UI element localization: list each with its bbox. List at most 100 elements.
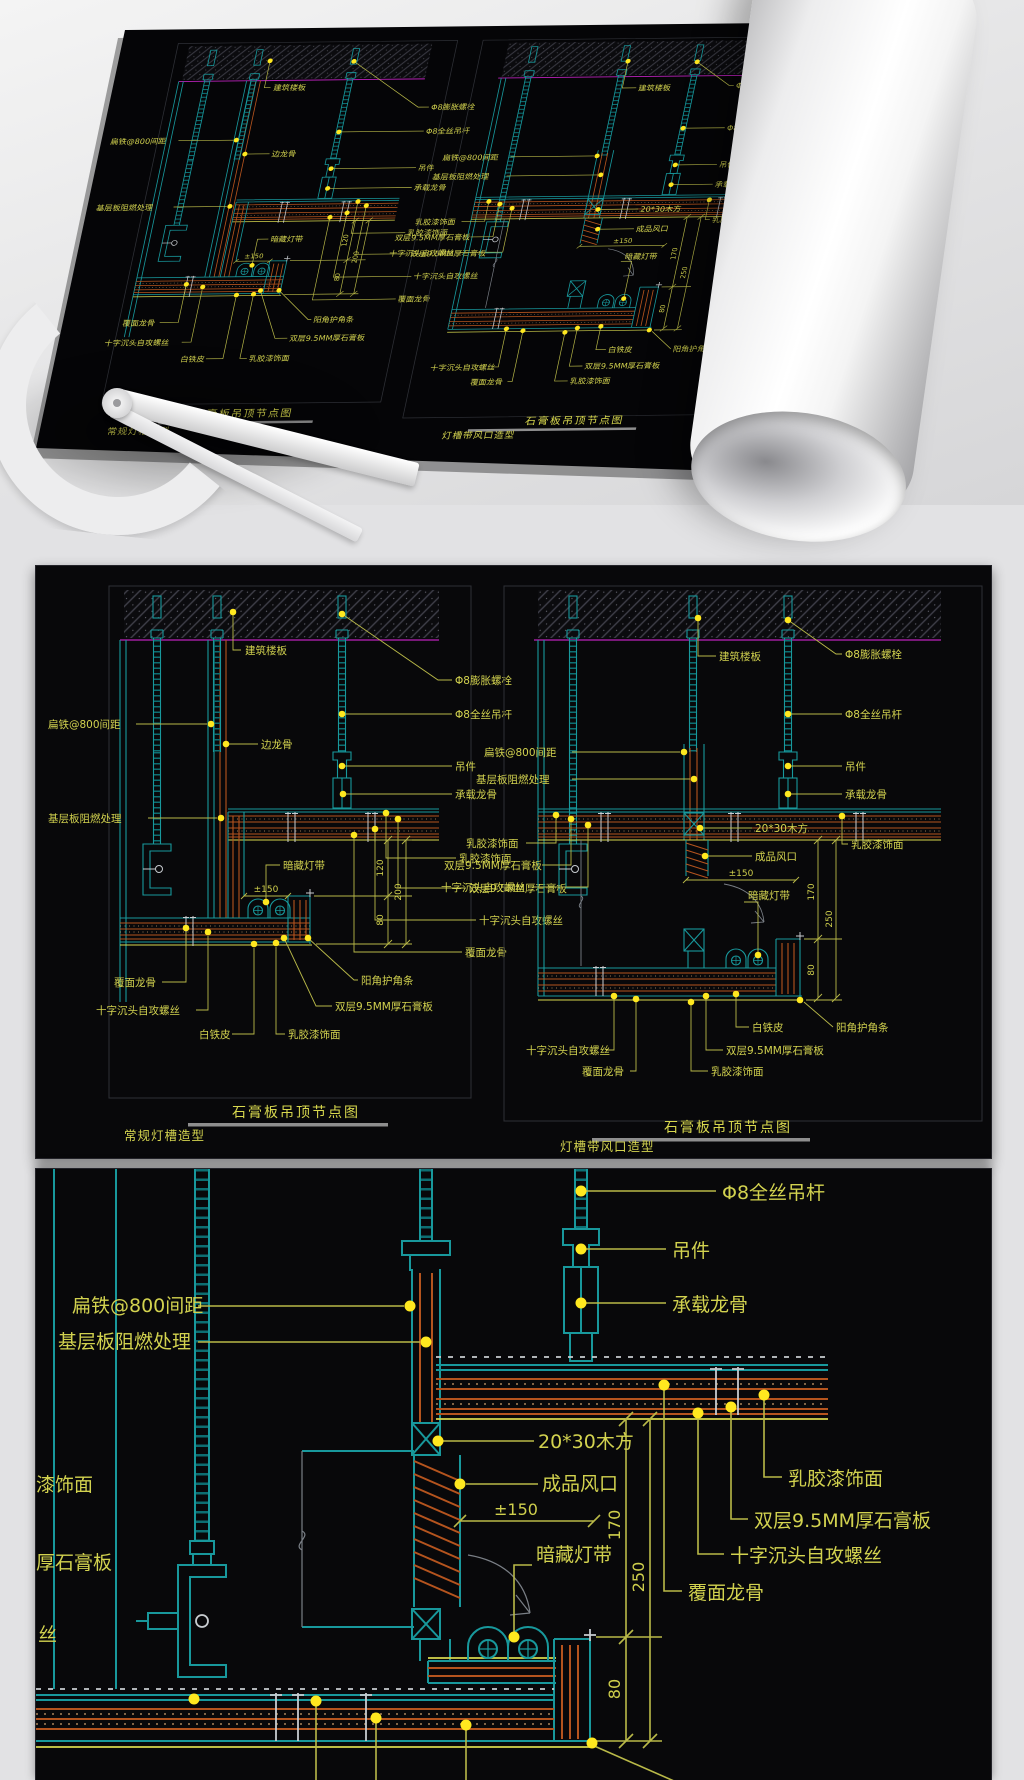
label-air-vent: 成品风口 (635, 224, 669, 234)
label-screws: 十字沉头自攻螺丝 (441, 881, 525, 894)
slab-hatch (538, 590, 941, 638)
dim-120: 120 (376, 859, 386, 876)
label-hidden-light: 暗藏灯带 (748, 889, 790, 902)
slab-hatch (501, 39, 820, 77)
label-tin-sheet: 白铁皮 (752, 1021, 784, 1034)
label-threaded-rod: Φ8全丝吊杆 (455, 708, 512, 721)
label-double-gypsum: 双层9.5MM厚石膏板 (754, 1509, 931, 1532)
label-latex-clipped: 漆饰面 (36, 1474, 93, 1496)
drawing-right-leaders (526, 614, 848, 1072)
label-building-slab: 建筑楼板 (638, 83, 673, 93)
label-tin-sheet: 白铁皮 (199, 1028, 231, 1041)
vent-grille (579, 217, 603, 244)
label-latex-paint: 乳胶漆饰面 (248, 353, 291, 363)
label-corner-bead: 阳角护角条 (672, 344, 715, 354)
drawing-left-labels: 建筑楼板 Φ8膨胀螺栓 Φ8全丝吊杆 吊件 承载龙骨 乳胶漆饰面 双层9.5MM… (95, 82, 487, 364)
label-expansion-bolt: Φ8膨胀螺栓 (430, 102, 476, 112)
zoom-leaders (188, 1185, 782, 1780)
label-latex-paint: 乳胶漆饰面 (466, 837, 519, 850)
label-hanger: 吊件 (672, 1240, 710, 1262)
label-air-vent: 成品风口 (542, 1473, 618, 1495)
label-expansion-bolt: Φ8膨胀螺栓 (845, 648, 902, 661)
label-double-gypsum: 双层9.5MM厚石膏板 (469, 882, 567, 895)
label-tin-sheet: 白铁皮 (179, 354, 205, 364)
corner-bead-mark (306, 889, 314, 897)
label-base-board: 基层板阻燃处理 (58, 1331, 191, 1353)
label-flat-iron: 扁铁@800间距 (484, 746, 557, 759)
label-screws: 十字沉头自攻螺丝 (104, 338, 171, 348)
label-flat-iron: 扁铁@800间距 (72, 1295, 203, 1317)
label-tin-sheet: 白铁皮 (607, 345, 633, 355)
drawing-right-leaders (459, 58, 734, 382)
dim-80: 80 (376, 914, 386, 926)
label-furring: 覆面龙骨 (122, 318, 157, 328)
label-carrier: 承载龙骨 (845, 788, 887, 801)
break-line (298, 1451, 306, 1627)
panel-middle-drawings: 建筑楼板 Φ8膨胀螺栓 Φ8全丝吊杆 吊件 承载龙骨 乳胶漆饰面 双层9.5MM… (35, 565, 992, 1159)
label-wood-block: 20*30木方 (538, 1431, 634, 1453)
label-latex-paint: 乳胶漆饰面 (459, 852, 512, 865)
label-hidden-light: 暗藏灯带 (270, 234, 305, 244)
label-double-gypsum: 双层9.5MM厚石膏板 (394, 232, 472, 242)
label-threaded-rod: Φ8全丝吊杆 (425, 126, 471, 136)
label-screws: 十字沉头自攻螺丝 (413, 271, 480, 281)
label-threaded-rod: Φ8全丝吊杆 (722, 1182, 825, 1204)
drawing-right-labels: 建筑楼板 Φ8膨胀螺栓 Φ8全丝吊杆 吊件 承载龙骨 乳胶漆饰面 扁铁@800间… (441, 648, 904, 1078)
dim-250: 250 (679, 266, 690, 278)
zoom-labels: Φ8全丝吊杆 吊件 承载龙骨 扁铁@800间距 基层板阻燃处理 20*30木方 … (36, 1182, 931, 1699)
label-wood-block: 20*30木方 (639, 204, 682, 214)
label-furring: 覆面龙骨 (688, 1582, 764, 1604)
label-hidden-light: 暗藏灯带 (536, 1544, 612, 1566)
label-building-slab: 建筑楼板 (245, 644, 287, 657)
airflow-arrow (467, 1554, 531, 1616)
zoom-linework (36, 1169, 828, 1749)
label-flat-iron: 扁铁@800间距 (442, 152, 500, 162)
lamp-symbol (269, 898, 291, 919)
label-hanger: 吊件 (845, 761, 866, 773)
label-hanger: 吊件 (718, 160, 736, 170)
dim-80: 80 (333, 273, 343, 281)
label-double-gypsum: 双层9.5MM厚石膏板 (584, 360, 662, 370)
label-double-gypsum: 双层9.5MM厚石膏板 (289, 333, 367, 343)
cad-sheet-drawings: 建筑楼板 Φ8膨胀螺栓 Φ8全丝吊杆 吊件 承载龙骨 乳胶漆饰面 双层9.5MM… (48, 585, 983, 1154)
label-furring: 覆面龙骨 (469, 377, 504, 387)
tool-shadow (0, 356, 376, 506)
panel-top-preview: 建筑楼板 Φ8膨胀螺栓 Φ8全丝吊杆 吊件 承载龙骨 乳胶漆饰面 双层9.5MM… (0, 0, 1024, 556)
label-screws: 十字沉头自攻螺丝 (526, 1044, 610, 1057)
protractor-hub (102, 388, 132, 418)
label-latex-paint: 乳胶漆饰面 (288, 1028, 341, 1041)
airflow-arrow (723, 883, 765, 924)
dim-80: 80 (605, 1679, 624, 1699)
label-furring: 覆面龙骨 (397, 294, 432, 304)
label-furring: 覆面龙骨 (582, 1065, 624, 1078)
label-air-vent: 成品风口 (755, 851, 797, 863)
corner-bead-mark (584, 1629, 596, 1641)
drawing-left-leaders (136, 608, 476, 1035)
label-latex-paint: 乳胶漆饰面 (788, 1468, 883, 1490)
title-right-drawing: 石膏板吊顶节点图 (524, 414, 625, 427)
dim-250: 250 (825, 910, 835, 927)
title-right-drawing: 石膏板吊顶节点图 (664, 1119, 792, 1136)
dim-170: 170 (669, 248, 680, 260)
label-hidden-light: 暗藏灯带 (624, 251, 659, 261)
label-carrier: 承载龙骨 (413, 182, 448, 192)
dim-level-150: ±150 (494, 1500, 538, 1519)
dim-170: 170 (807, 883, 817, 900)
label-expansion-bolt: Φ8膨胀螺栓 (455, 674, 512, 687)
label-corner-bead: 阳角护角条 (313, 314, 356, 324)
dim-level-150: ±150 (254, 885, 279, 895)
label-flat-iron: 扁铁@800间距 (48, 718, 121, 731)
label-carrier: 承载龙骨 (455, 788, 497, 801)
label-building-slab: 建筑楼板 (719, 650, 761, 663)
subtitle-right-drawing: 灯槽带风口造型 (560, 1139, 655, 1154)
label-hanger: 吊件 (455, 761, 476, 773)
dim-level-150: ±150 (613, 237, 634, 245)
break-line (578, 840, 584, 966)
dim-170: 170 (605, 1510, 624, 1541)
label-wood-block: 20*30木方 (755, 822, 808, 835)
label-corner-bead: 阳角护角条 (836, 1021, 889, 1034)
drawing-left-leaders (159, 58, 429, 360)
label-screws: 十字沉头自攻螺丝 (429, 362, 496, 372)
vent-grille (685, 840, 709, 876)
slab-hatch (124, 590, 439, 638)
